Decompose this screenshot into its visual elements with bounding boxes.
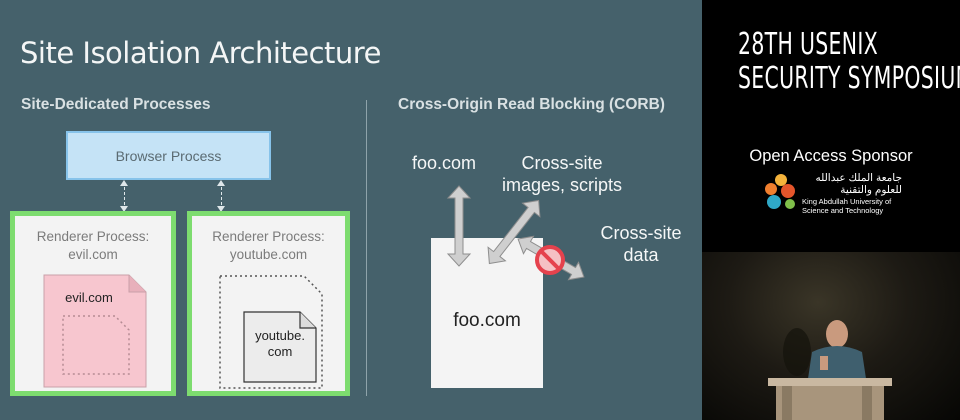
browser-process-box: Browser Process <box>66 131 271 180</box>
cross-site-data-line2: data <box>623 245 659 265</box>
presentation-slide: Site Isolation Architecture Site-Dedicat… <box>0 0 702 420</box>
conference-title-line2: SECURITY SYMPOSIUM <box>738 61 960 96</box>
evil-document-label: evil.com <box>65 290 113 305</box>
kaust-arabic-line2: للعلوم والتقنية <box>840 184 902 196</box>
cross-site-line2: images, scripts <box>501 175 623 195</box>
kaust-logo-icon <box>765 174 795 209</box>
foo-document: foo.com <box>431 238 543 388</box>
kaust-english-line2: Science and Technology <box>802 206 884 215</box>
podium <box>768 378 892 420</box>
connector-evil <box>120 180 128 212</box>
renderer-process-evil: Renderer Process: evil.com evil.com <box>10 211 176 396</box>
renderer-label-line1: Renderer Process: <box>212 229 325 244</box>
evil-document-icon <box>43 274 147 388</box>
slide-divider <box>366 100 367 396</box>
renderer-label-line2: evil.com <box>68 247 118 262</box>
block-icon <box>535 245 565 275</box>
speaker-video <box>702 252 960 420</box>
conference-title: 28TH USENIX SECURITY SYMPOSIUM <box>738 28 960 96</box>
youtube-document-outline-icon <box>219 275 323 389</box>
cross-site-resources-label: Cross-site images, scripts <box>492 152 632 196</box>
foo-document-label: foo.com <box>453 310 521 331</box>
renderer-label-youtube: Renderer Process: youtube.com <box>192 228 345 264</box>
double-arrow-diagonal-icon <box>487 199 541 265</box>
foo-origin-label: foo.com <box>412 153 477 173</box>
arrow-up-icon <box>120 180 128 186</box>
slide-title: Site Isolation Architecture <box>20 36 381 70</box>
kaust-english-line1: King Abdullah University of <box>802 197 892 206</box>
kaust-english-name: King Abdullah University of Science and … <box>802 197 891 215</box>
youtube-doc-line2: com <box>267 344 293 359</box>
site-dedicated-heading: Site-Dedicated Processes <box>21 96 211 113</box>
conference-title-line1: 28TH USENIX <box>738 27 879 62</box>
conference-sidebar: 28TH USENIX SECURITY SYMPOSIUM Open Acce… <box>702 0 960 420</box>
connector-youtube <box>217 180 225 212</box>
cross-site-line1: Cross-site <box>521 153 603 173</box>
renderer-label-line2: youtube.com <box>229 247 308 262</box>
renderer-label-line1: Renderer Process: <box>36 229 150 244</box>
browser-process-label: Browser Process <box>115 147 222 164</box>
speaker-scene <box>768 320 892 420</box>
sponsor-label: Open Access Sponsor <box>749 147 913 165</box>
corb-heading: Cross-Origin Read Blocking (CORB) <box>398 96 665 113</box>
arrow-up-icon <box>217 180 225 186</box>
arrow-down-icon <box>217 206 225 212</box>
cross-site-data-label: Cross-site data <box>594 222 688 266</box>
double-arrow-vertical-icon <box>446 185 472 267</box>
corb-arrows <box>446 185 585 281</box>
renderer-label-evil: Renderer Process: evil.com <box>15 228 171 264</box>
youtube-document-label: youtube. com <box>244 328 316 360</box>
renderer-process-youtube: Renderer Process: youtube.com youtube. c… <box>187 211 350 396</box>
kaust-arabic-line1: جامعة الملك عبدالله <box>815 172 902 184</box>
cross-site-data-line1: Cross-site <box>600 223 682 243</box>
youtube-doc-line1: youtube. <box>255 328 305 343</box>
kaust-arabic-name: جامعة الملك عبدالله للعلوم والتقنية <box>802 172 902 196</box>
arrow-down-icon <box>120 206 128 212</box>
